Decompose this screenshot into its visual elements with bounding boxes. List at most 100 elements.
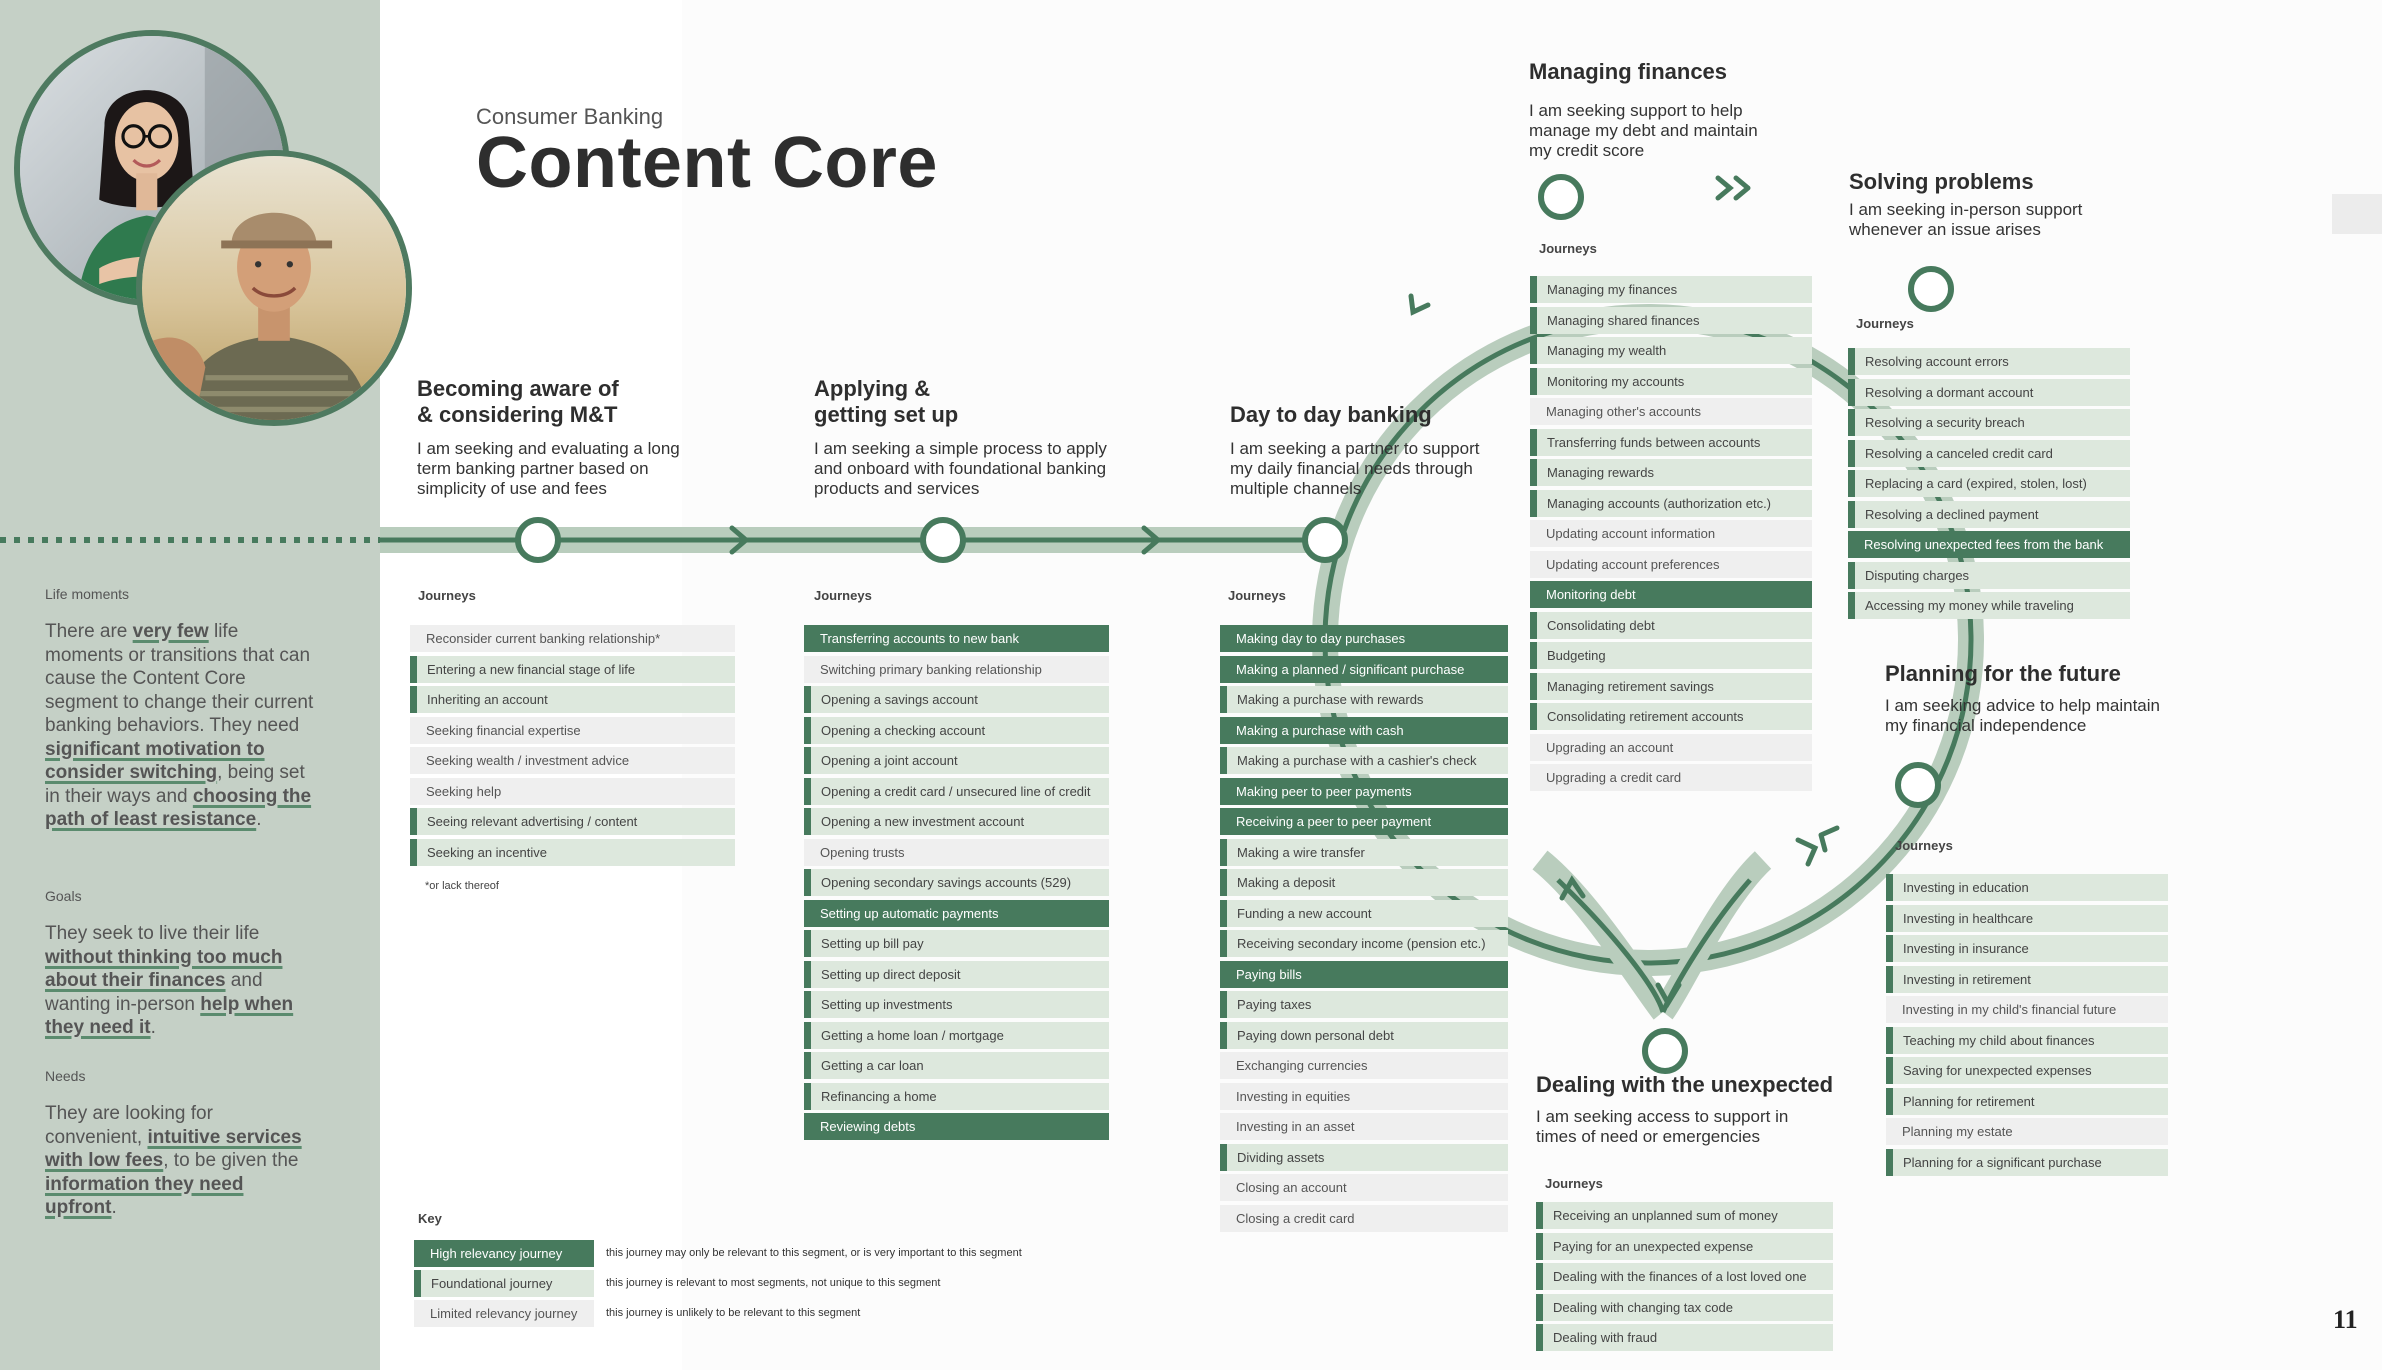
journey-item: Planning for retirement bbox=[1886, 1087, 2168, 1115]
journey-item: Getting a car loan bbox=[804, 1052, 1109, 1079]
stage-title-solving: Solving problems bbox=[1849, 169, 2034, 195]
page-tab-marker bbox=[2332, 194, 2382, 234]
journey-item: Seeking help bbox=[410, 777, 735, 805]
journey-item: Making day to day purchases bbox=[1220, 625, 1508, 652]
journey-item: Refinancing a home bbox=[804, 1082, 1109, 1110]
journey-item: Teaching my child about finances bbox=[1886, 1026, 2168, 1054]
journeys-label-solving: Journeys bbox=[1856, 316, 1914, 331]
journeys-label-aware: Journeys bbox=[418, 588, 476, 603]
journey-item: Making a planned / significant purchase bbox=[1220, 655, 1508, 683]
journey-item: Dealing with fraud bbox=[1536, 1324, 1833, 1351]
journey-item: Resolving a dormant account bbox=[1848, 378, 2130, 406]
stage-nodes bbox=[515, 174, 1954, 1074]
journey-item: Paying down personal debt bbox=[1220, 1021, 1508, 1049]
journey-item: Opening secondary savings accounts (529) bbox=[804, 869, 1109, 896]
journey-item: Receiving secondary income (pension etc.… bbox=[1220, 930, 1508, 957]
page-title: Content Core bbox=[476, 123, 938, 203]
journey-item: Resolving a security breach bbox=[1848, 409, 2130, 436]
journey-item: Paying bills bbox=[1220, 960, 1508, 988]
journeys-label-daytoday: Journeys bbox=[1228, 588, 1286, 603]
stage-title-apply: Applying &getting set up bbox=[814, 376, 958, 428]
journey-item: Resolving a declined payment bbox=[1848, 500, 2130, 528]
life-moments-text: There are very few life moments or trans… bbox=[45, 620, 315, 832]
journey-item: Reconsider current banking relationship* bbox=[410, 625, 735, 652]
journey-item: Dealing with the finances of a lost love… bbox=[1536, 1263, 1833, 1290]
journey-item: Consolidating debt bbox=[1530, 611, 1812, 639]
stage-desc-planning: I am seeking advice to help maintain my … bbox=[1885, 696, 2160, 735]
stage-title-unexpected: Dealing with the unexpected bbox=[1536, 1072, 1833, 1098]
journey-item: Receiving an unplanned sum of money bbox=[1536, 1202, 1833, 1229]
page-number: 11 bbox=[2333, 1305, 2358, 1334]
stage-title-aware: Becoming aware of& considering M&T bbox=[417, 376, 619, 428]
journey-item: Transferring accounts to new bank bbox=[804, 625, 1109, 652]
journeys-label-managing: Journeys bbox=[1539, 241, 1597, 256]
stage-desc-apply: I am seeking a simple process to apply a… bbox=[814, 439, 1107, 498]
stage-title-daytoday: Day to day banking bbox=[1230, 402, 1432, 428]
journey-item: Managing my finances bbox=[1530, 276, 1812, 303]
emphasis-text: without thinking too much about their fi… bbox=[45, 946, 283, 992]
journeys-label-planning: Journeys bbox=[1895, 838, 1953, 853]
journey-item: Funding a new account bbox=[1220, 899, 1508, 927]
journey-item: Setting up bill pay bbox=[804, 930, 1109, 957]
stage-desc-aware: I am seeking and evaluating a long term … bbox=[417, 439, 680, 498]
journey-item: Exchanging currencies bbox=[1220, 1052, 1508, 1079]
body-text: life moments or transitions that can cau… bbox=[45, 621, 314, 736]
journey-item: Opening a joint account bbox=[804, 747, 1109, 774]
flow-arrows bbox=[729, 175, 1840, 1008]
goals-text: They seek to live their life without thi… bbox=[45, 922, 315, 1040]
journey-item: Making a wire transfer bbox=[1220, 838, 1508, 866]
journey-item: Planning my estate bbox=[1886, 1118, 2168, 1145]
journey-item: Upgrading a credit card bbox=[1530, 764, 1812, 791]
legend-description: this journey is unlikely to be relevant … bbox=[606, 1307, 861, 1319]
journey-item: Planning for a significant purchase bbox=[1886, 1148, 2168, 1176]
journey-list-aware: Reconsider current banking relationship*… bbox=[410, 625, 735, 869]
journey-item: Making a deposit bbox=[1220, 869, 1508, 896]
stage-title-line: & considering M&T bbox=[417, 402, 618, 427]
journey-item: Entering a new financial stage of life bbox=[410, 655, 735, 683]
journey-item: Making a purchase with a cashier's check bbox=[1220, 747, 1508, 774]
journey-item: Setting up investments bbox=[804, 991, 1109, 1018]
journey-item: Monitoring my accounts bbox=[1530, 367, 1812, 395]
legend-description: this journey may only be relevant to thi… bbox=[606, 1247, 1022, 1259]
stage-desc-daytoday: I am seeking a partner to support my dai… bbox=[1230, 439, 1480, 498]
body-text: and wanting in-person bbox=[45, 970, 263, 1015]
journey-item: Seeking an incentive bbox=[410, 838, 735, 866]
body-text: They seek to live their life bbox=[45, 923, 260, 944]
journey-item: Disputing charges bbox=[1848, 561, 2130, 589]
emphasis-text: significant motivation to consider switc… bbox=[45, 738, 265, 784]
journey-item: Dividing assets bbox=[1220, 1143, 1508, 1171]
journey-item: Accessing my money while traveling bbox=[1848, 592, 2130, 619]
journey-item: Updating account information bbox=[1530, 520, 1812, 547]
stage-title-line: Planning for the future bbox=[1885, 661, 2121, 686]
journey-item: Managing my wealth bbox=[1530, 337, 1812, 364]
stage-desc-managing: I am seeking support to help manage my d… bbox=[1529, 101, 1758, 160]
body-text: . bbox=[256, 809, 262, 830]
journey-item: Closing an account bbox=[1220, 1174, 1508, 1201]
journey-item: Paying taxes bbox=[1220, 991, 1508, 1018]
stage-title-line: Becoming aware of bbox=[417, 376, 619, 401]
journey-item: Managing shared finances bbox=[1530, 306, 1812, 334]
journey-item: Setting up automatic payments bbox=[804, 899, 1109, 927]
journey-item: Closing a credit card bbox=[1220, 1204, 1508, 1232]
journey-item: Opening trusts bbox=[804, 838, 1109, 866]
journey-item: Seeking financial expertise bbox=[410, 716, 735, 744]
journey-item: Consolidating retirement accounts bbox=[1530, 703, 1812, 730]
needs-text: They are looking for convenient, intuiti… bbox=[45, 1102, 315, 1220]
stage-title-managing: Managing finances bbox=[1529, 59, 1727, 85]
journey-item: Resolving a canceled credit card bbox=[1848, 439, 2130, 467]
legend-description: this journey is relevant to most segment… bbox=[606, 1277, 941, 1289]
needs-section: Needs They are looking for convenient, i… bbox=[45, 1068, 315, 1220]
journey-item: Receiving a peer to peer payment bbox=[1220, 808, 1508, 835]
journey-item: Inheriting an account bbox=[410, 686, 735, 713]
aware-footnote: *or lack thereof bbox=[425, 880, 499, 892]
goals-section: Goals They seek to live their life witho… bbox=[45, 888, 315, 1040]
journey-item: Investing in insurance bbox=[1886, 935, 2168, 962]
stage-desc-unexpected: I am seeking access to support in times … bbox=[1536, 1107, 1789, 1146]
journey-item: Resolving account errors bbox=[1848, 348, 2130, 375]
page-subtitle: Consumer Banking bbox=[476, 104, 664, 129]
goals-heading: Goals bbox=[45, 888, 82, 904]
stage-title-line: Day to day banking bbox=[1230, 402, 1432, 427]
journey-item: Updating account preferences bbox=[1530, 550, 1812, 578]
journey-item: Resolving unexpected fees from the bank bbox=[1848, 531, 2130, 558]
